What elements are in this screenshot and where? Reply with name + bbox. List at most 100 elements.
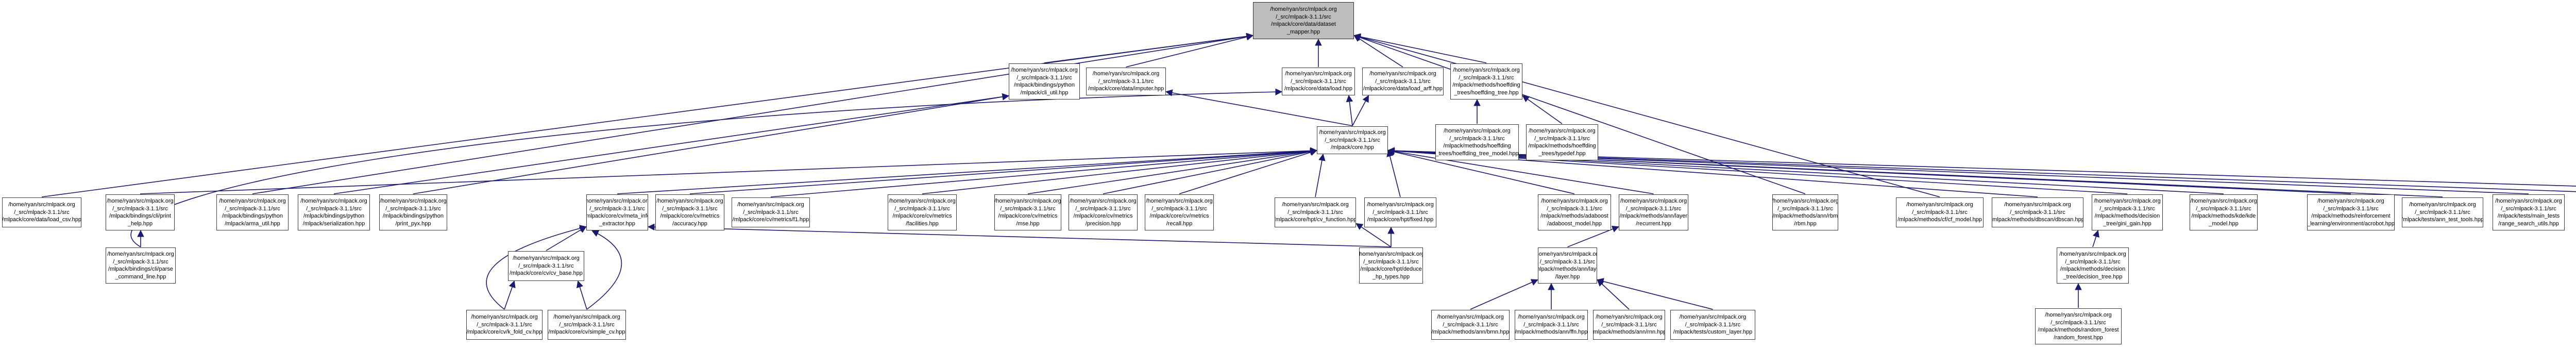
graph-node-recurrent[interactable]: /home/ryan/src/mlpack.org/_src/mlpack-3.… — [1619, 194, 1688, 230]
node-label-line: /_src/mlpack-3.1.1/src — [14, 209, 70, 216]
graph-node-acrobot[interactable]: /home/ryan/src/mlpack.org/_src/mlpack-3.… — [2307, 194, 2395, 230]
node-label-line: /home/ryan/src/mlpack.org — [1444, 128, 1511, 134]
graph-node-print_help[interactable]: /home/ryan/src/mlpack.org/_src/mlpack-3.… — [106, 194, 175, 230]
include-edge-meta_info_extractor-to-core — [617, 147, 1318, 194]
node-label-line: /mlpack/bindings/python — [222, 213, 283, 219]
graph-node-ann_test_tools[interactable]: /home/ryan/src/mlpack.org/_src/mlpack-3.… — [2402, 197, 2483, 227]
node-label-line: /mse.hpp — [1016, 220, 1040, 227]
node-label-line: /mlpack/tests/custom_layer.hpp — [1673, 329, 1753, 336]
graph-node-fixed[interactable]: /home/ryan/src/mlpack.org/_src/mlpack-3.… — [1364, 197, 1436, 227]
node-label-line: /mlpack/bindings/python — [1013, 82, 1075, 88]
node-label-line: /mlpack/methods/hoeffding — [1528, 143, 1596, 149]
graph-node-deduce_hp_types[interactable]: /home/ryan/src/mlpack.org/_src/mlpack-3.… — [1359, 247, 1423, 284]
graph-node-cli_util[interactable]: /home/ryan/src/mlpack.org/_src/mlpack-3.… — [1009, 63, 1080, 100]
node-label-line: /_src/mlpack-3.1.1/src — [1287, 209, 1343, 216]
node-label-line: /_src/mlpack-3.1.1/src — [2010, 209, 2065, 216]
graph-node-hoeffding_tree[interactable]: /home/ryan/src/mlpack.org/_src/mlpack-3.… — [1450, 63, 1522, 100]
include-edge-serialization-to-cli_util — [333, 93, 1010, 194]
node-label-line: /_src/mlpack-3.1.1/src — [1539, 258, 1596, 265]
node-label-line: _model.hpp — [2209, 220, 2239, 227]
graph-node-dataset_mapper[interactable]: /home/ryan/src/mlpack.org/_src/mlpack-3.… — [1253, 2, 1354, 39]
graph-node-rnn[interactable]: /home/ryan/src/mlpack.org/_src/mlpack-3.… — [1593, 310, 1665, 340]
node-label-line: /_src/mlpack-3.1.1/src — [559, 321, 615, 328]
node-label-line: /home/ryan/src/mlpack.org — [2045, 312, 2112, 318]
include-edge-custom_layer-to-layer — [1597, 278, 1713, 310]
graph-node-simple_cv[interactable]: /home/ryan/src/mlpack.org/_src/mlpack-3.… — [548, 310, 626, 340]
node-label-line: /mlpack/core/hpt/cv_function.hpp — [1275, 217, 1356, 223]
graph-node-rbm[interactable]: /home/ryan/src/mlpack.org/_src/mlpack-3.… — [1772, 194, 1838, 230]
node-label-line: /home/ryan/src/mlpack.org — [1906, 202, 1973, 208]
graph-node-serialization[interactable]: /home/ryan/src/mlpack.org/_src/mlpack-3.… — [298, 194, 370, 230]
graph-node-custom_layer[interactable]: /home/ryan/src/mlpack.org/_src/mlpack-3.… — [1670, 310, 1755, 340]
node-label-line: /home/ryan/src/mlpack.org — [889, 198, 956, 204]
graph-node-imputer[interactable]: /home/ryan/src/mlpack.org/_src/mlpack-3.… — [1086, 68, 1166, 95]
node-label-line: /mlpack/core/cv/metrics — [1073, 213, 1133, 219]
graph-node-gini_gain[interactable]: /home/ryan/src/mlpack.org/_src/mlpack-3.… — [2092, 194, 2163, 230]
graph-node-hoeffding_tree_model[interactable]: /home/ryan/src/mlpack.org/_src/mlpack-3.… — [1435, 124, 1519, 160]
include-edge-k_fold_cv-to-meta_info_extractor — [486, 225, 587, 310]
graph-node-recall[interactable]: /home/ryan/src/mlpack.org/_src/mlpack-3.… — [1145, 194, 1214, 230]
node-label-line: /home/ryan/src/mlpack.org — [1092, 71, 1160, 77]
graph-node-cv_function[interactable]: /home/ryan/src/mlpack.org/_src/mlpack-3.… — [1275, 197, 1356, 227]
node-label-line: /home/ryan/src/mlpack.org — [107, 198, 174, 204]
graph-node-mse[interactable]: /home/ryan/src/mlpack.org/_src/mlpack-3.… — [994, 194, 1061, 230]
graph-node-range_search_utils[interactable]: /home/ryan/src/mlpack.org/_src/mlpack-3.… — [2493, 194, 2565, 230]
node-label-line: /random_forest.hpp — [2054, 334, 2103, 341]
node-label-line: /mlpack/bindings/cli/parse — [108, 266, 173, 272]
node-label-line: /home/ryan/src/mlpack.org — [1319, 129, 1386, 136]
node-label-line: /mlpack/methods/kde/kde — [2191, 213, 2256, 219]
graph-node-dbscan[interactable]: /home/ryan/src/mlpack.org/_src/mlpack-3.… — [1992, 197, 2083, 227]
node-label-line: /_src/mlpack-3.1.1/src — [385, 205, 441, 212]
graph-node-random_forest[interactable]: /home/ryan/src/mlpack.org/_src/mlpack-3.… — [2035, 308, 2122, 344]
graph-node-facilities[interactable]: /home/ryan/src/mlpack.org/_src/mlpack-3.… — [888, 194, 957, 230]
node-label-line: /_src/mlpack-3.1.1/src — [518, 262, 574, 269]
node-label-line: /home/ryan/src/mlpack.org — [471, 314, 538, 321]
graph-node-load_csv[interactable]: /home/ryan/src/mlpack.org/_src/mlpack-3.… — [2, 197, 81, 227]
graph-node-cv_base[interactable]: /home/ryan/src/mlpack.org/_src/mlpack-3.… — [508, 251, 584, 281]
graph-node-meta_info_extractor[interactable]: /home/ryan/src/mlpack.org/_src/mlpack-3.… — [586, 194, 648, 230]
graph-node-core[interactable]: /home/ryan/src/mlpack.org/_src/mlpack-3.… — [1317, 126, 1388, 154]
graph-node-ffn[interactable]: /home/ryan/src/mlpack.org/_src/mlpack-3.… — [1515, 310, 1588, 340]
include-edge-cli_util-to-dataset_mapper — [1044, 32, 1254, 63]
node-label-line: /_src/mlpack-3.1.1/src — [1547, 205, 1602, 212]
graph-node-arma_util[interactable]: /home/ryan/src/mlpack.org/_src/mlpack-3.… — [216, 194, 289, 230]
node-label-line: /_src/mlpack-3.1.1/src — [589, 205, 645, 212]
include-edge-arma_util-to-dataset_mapper — [252, 33, 1254, 194]
node-label-line: /mlpack/serialization.hpp — [302, 220, 365, 227]
include-edge-recall-to-core — [1179, 148, 1317, 194]
graph-node-parse_command_line[interactable]: /home/ryan/src/mlpack.org/_src/mlpack-3.… — [106, 247, 176, 284]
graph-node-precision[interactable]: /home/ryan/src/mlpack.org/_src/mlpack-3.… — [1069, 194, 1138, 230]
node-label-line: /_src/mlpack-3.1.1/src — [2065, 258, 2121, 265]
include-edge-print_help-to-core — [140, 147, 1318, 194]
graph-node-cf_model[interactable]: /home/ryan/src/mlpack.org/_src/mlpack-3.… — [1896, 197, 1984, 227]
graph-node-print_pyx[interactable]: /home/ryan/src/mlpack.org/_src/mlpack-3.… — [379, 194, 447, 230]
node-label-line: /_src/mlpack-3.1.1/src — [1363, 258, 1419, 265]
node-label-line: /mlpack/methods/dbscan/dbscan.hpp — [1992, 217, 2083, 223]
graph-node-accuracy[interactable]: /home/ryan/src/mlpack.org/_src/mlpack-3.… — [655, 194, 724, 230]
node-label-line: /_src/mlpack-3.1.1/src — [1449, 135, 1505, 142]
node-label-line: /mlpack/methods/decision — [2060, 266, 2126, 272]
graph-node-f1[interactable]: /home/ryan/src/mlpack.org/_src/mlpack-3.… — [732, 197, 810, 227]
graph-node-load_arff[interactable]: /home/ryan/src/mlpack.org/_src/mlpack-3.… — [1362, 68, 1444, 95]
node-label-line: /_src/mlpack-3.1.1/src — [112, 205, 168, 212]
node-label-line: /home/ryan/src/mlpack.org — [1541, 198, 1608, 204]
include-edge-decision_tree-to-gini_gain — [2092, 230, 2099, 247]
include-edge-precision-to-core — [1103, 148, 1317, 194]
graph-node-layer[interactable]: /home/ryan/src/mlpack.org/_src/mlpack-3.… — [1538, 247, 1597, 284]
graph-node-kde_model[interactable]: /home/ryan/src/mlpack.org/_src/mlpack-3.… — [2190, 194, 2258, 230]
include-edge-mse-to-core — [1027, 147, 1318, 194]
node-label-line: /home/ryan/src/mlpack.org — [2094, 198, 2161, 204]
node-label-line: /home/ryan/src/mlpack.org — [8, 202, 75, 208]
node-label-line: /mlpack/methods/hoeffding — [1443, 143, 1511, 149]
node-label-line: /home/ryan/src/mlpack.org — [1620, 198, 1687, 204]
node-label-line: /_src/mlpack-3.1.1/src — [1912, 209, 1968, 216]
graph-node-k_fold_cv[interactable]: /home/ryan/src/mlpack.org/_src/mlpack-3.… — [466, 310, 543, 340]
graph-node-adaboost_model[interactable]: /home/ryan/src/mlpack.org/_src/mlpack-3.… — [1538, 194, 1611, 230]
node-label-line: /mlpack/methods/decision — [2094, 213, 2160, 219]
node-label-line: _tree/decision_tree.hpp — [2063, 273, 2123, 280]
graph-node-typedef[interactable]: /home/ryan/src/mlpack.org/_src/mlpack-3.… — [1526, 124, 1598, 160]
graph-node-decision_tree[interactable]: /home/ryan/src/mlpack.org/_src/mlpack-3.… — [2057, 247, 2129, 284]
graph-node-load[interactable]: /home/ryan/src/mlpack.org/_src/mlpack-3.… — [1282, 68, 1355, 95]
include-edge-hoeffding_tree-to-dataset_mapper — [1353, 33, 1487, 63]
graph-node-brnn[interactable]: /home/ryan/src/mlpack.org/_src/mlpack-3.… — [1431, 310, 1510, 340]
